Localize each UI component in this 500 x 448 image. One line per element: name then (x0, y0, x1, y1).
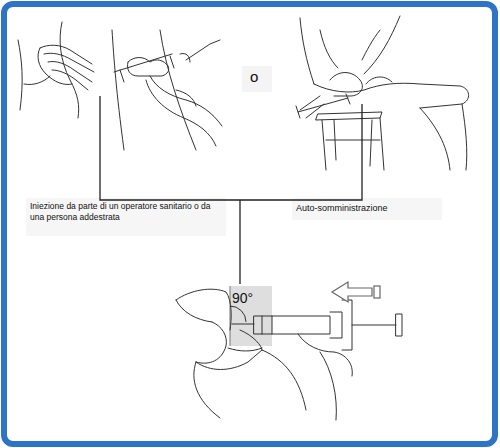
thigh-injection-sketch (112, 30, 222, 150)
self-injection-sketch (296, 16, 469, 170)
angle-label: 90° (232, 290, 276, 308)
caption-shade (26, 198, 226, 236)
perpendicular-injection-sketch (176, 282, 402, 420)
caption-text: Iniezione da parte di un operatore sanit… (30, 201, 226, 222)
caption-shade (242, 66, 272, 92)
conjunction-text: o (250, 68, 270, 87)
torso-sketch (18, 22, 94, 118)
frame-border (4, 4, 495, 444)
caption-text: Auto-somministrazione (296, 203, 446, 214)
bracket-lines (100, 96, 362, 284)
